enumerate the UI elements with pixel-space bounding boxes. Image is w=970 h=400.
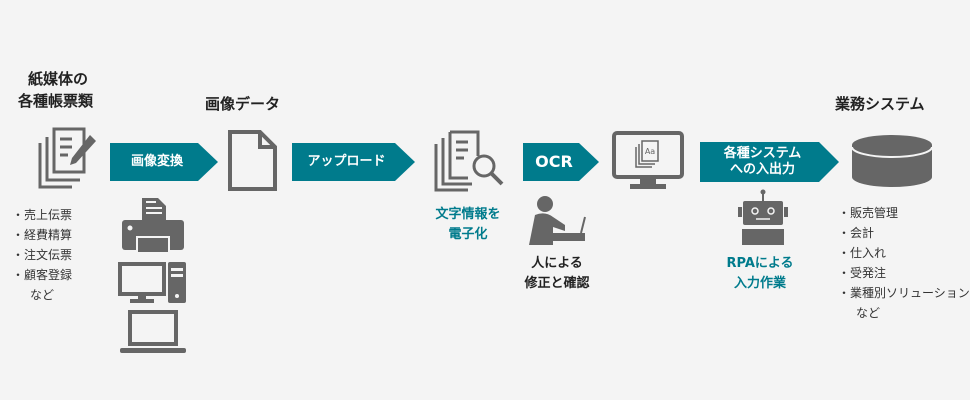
list-item: 業種別ソリューション bbox=[838, 283, 970, 303]
arrow-upload: アップロード bbox=[292, 143, 415, 181]
rpa-caption: RPAによる 入力作業 bbox=[710, 254, 810, 294]
arrow-ocr: OCR bbox=[523, 143, 599, 181]
laptop-icon bbox=[120, 310, 186, 353]
source-title-line2: 各種帳票類 bbox=[18, 92, 94, 110]
list-item: 販売管理 bbox=[838, 203, 970, 223]
arrow-system-io: 各種システムへの入出力 bbox=[700, 142, 839, 182]
business-list: 販売管理 会計 仕入れ 受発注 業種別ソリューション など bbox=[838, 203, 970, 323]
list-item: 顧客登録 bbox=[12, 265, 72, 285]
list-item: 仕入れ bbox=[838, 243, 970, 263]
list-item: 注文伝票 bbox=[12, 245, 72, 265]
documents-pen-icon bbox=[38, 127, 96, 189]
list-item: 売上伝票 bbox=[12, 205, 72, 225]
monitor-glyph: Aa bbox=[645, 147, 655, 156]
robot-icon bbox=[738, 189, 788, 245]
document-search-icon bbox=[434, 130, 504, 192]
list-item: 受発注 bbox=[838, 263, 970, 283]
database-icon bbox=[851, 135, 933, 187]
source-list: 売上伝票 経費精算 注文伝票 顧客登録 など bbox=[12, 205, 72, 305]
desktop-computer-icon bbox=[118, 262, 186, 303]
arrow-label-line: への入出力 bbox=[729, 162, 795, 177]
list-item: 会計 bbox=[838, 223, 970, 243]
arrow-convert: 画像変換 bbox=[110, 143, 218, 181]
list-item: 経費精算 bbox=[12, 225, 72, 245]
source-title: 紙媒体の 各種帳票類 bbox=[18, 68, 93, 112]
source-title-line1: 紙媒体の bbox=[28, 70, 89, 88]
person-laptop-icon bbox=[529, 196, 586, 245]
image-data-title: 画像データ bbox=[205, 95, 281, 113]
list-item: など bbox=[30, 288, 55, 302]
caption-line: 文字情報を bbox=[435, 207, 501, 222]
caption-line: 修正と確認 bbox=[524, 276, 590, 291]
list-item: など bbox=[856, 306, 881, 320]
caption-line: RPAによる bbox=[726, 256, 794, 271]
printer-icon bbox=[122, 198, 184, 252]
business-title: 業務システム bbox=[835, 95, 925, 113]
arrow-label-line: 各種システム bbox=[723, 146, 802, 161]
monitor-document-icon: Aa bbox=[612, 131, 684, 189]
digitize-caption: 文字情報を 電子化 bbox=[420, 205, 516, 245]
caption-line: 入力作業 bbox=[733, 276, 786, 291]
human-caption: 人による 修正と確認 bbox=[505, 254, 609, 294]
file-icon bbox=[228, 130, 277, 191]
caption-line: 電子化 bbox=[448, 227, 488, 242]
caption-line: 人による bbox=[531, 256, 583, 271]
